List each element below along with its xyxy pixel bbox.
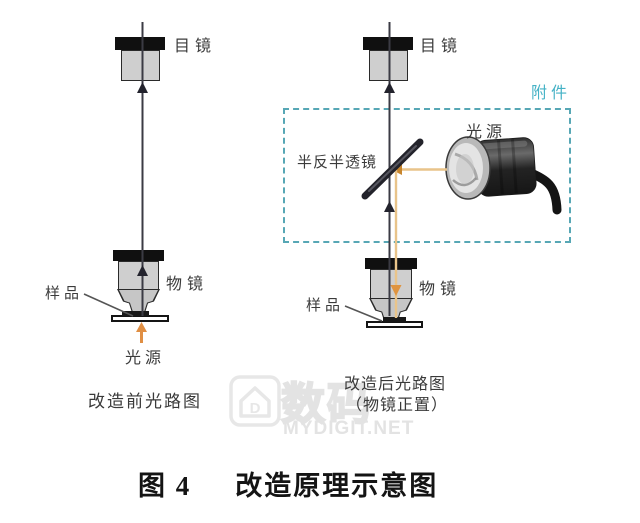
left-arrow-up-objective-icon (137, 265, 148, 276)
left-eyepiece-cap (115, 37, 165, 50)
left-slide (111, 315, 169, 322)
left-light-arrow-up-icon (136, 322, 147, 332)
left-arrow-up-eyepiece-icon (137, 82, 148, 93)
right-caption-line1: 改造后光路图 (344, 376, 447, 393)
figure-caption: 图 4 改造原理示意图 (138, 464, 438, 503)
beam-splitter-label: 半反半透镜 (297, 155, 378, 171)
left-sample (122, 311, 149, 316)
left-objective-label: 物镜 (166, 276, 209, 293)
right-objective-body (370, 269, 412, 299)
left-sample-pointer (83, 293, 134, 317)
right-sample-pointer (344, 305, 383, 322)
figure-caption-number: 图 4 (138, 471, 192, 501)
flashlight-icon (445, 136, 562, 215)
right-caption-line2: （物镜正置） (346, 397, 449, 414)
accessory-dashed-box (283, 108, 571, 243)
beam-splitter-highlight (368, 145, 417, 192)
right-objective-cap (365, 258, 417, 269)
left-eyepiece-label: 目镜 (174, 38, 217, 55)
figure-caption-title: 改造原理示意图 (235, 471, 439, 501)
right-sample-label: 样品 (306, 298, 345, 314)
right-light-arrow-down-icon (390, 285, 402, 296)
right-slide (366, 321, 423, 328)
right-objective-label: 物镜 (419, 281, 462, 298)
watermark-brand: 数码 (280, 379, 373, 430)
attachment-label: 附件 (531, 85, 572, 102)
house-icon: D (229, 375, 281, 427)
right-eyepiece-cap (363, 37, 413, 50)
right-arrow-up-eyepiece-icon (384, 82, 395, 93)
left-objective-cap (113, 250, 164, 261)
left-sample-label: 样品 (45, 286, 84, 302)
right-sample (383, 317, 406, 322)
watermark-letter: D (250, 400, 261, 417)
right-arrow-up-splitter-icon (384, 201, 395, 212)
left-caption: 改造前光路图 (88, 392, 202, 411)
right-light-source-label: 光源 (466, 124, 507, 141)
left-light-source-label: 光源 (125, 350, 166, 367)
left-eyepiece-body (121, 50, 160, 81)
right-eyepiece-label: 目镜 (420, 38, 463, 55)
watermark-site: MYDIGIT.NET (283, 418, 415, 439)
watermark: D 数码 MYDIGIT.NET (228, 372, 413, 444)
